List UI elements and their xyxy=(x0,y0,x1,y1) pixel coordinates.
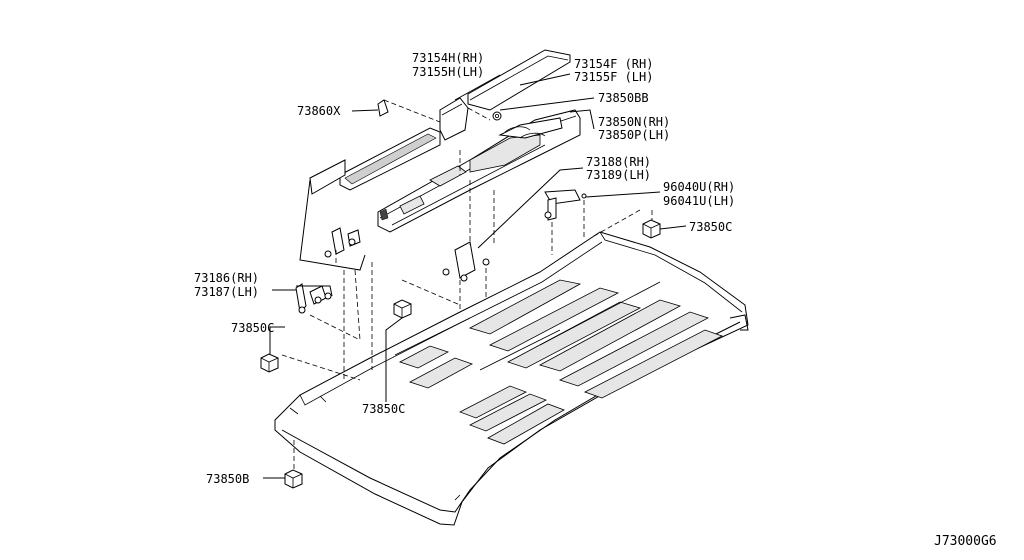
leader-lines xyxy=(263,73,687,479)
callout-trim-outer-rh: 73154F (RH) xyxy=(574,57,653,71)
callout-bracket-mid-lh: 73189(LH) xyxy=(586,168,651,182)
callout-trim-inner-lh: 73155H(LH) xyxy=(412,65,484,79)
roof-trim-assembly xyxy=(299,49,581,271)
assembly-guide-lines xyxy=(281,99,653,470)
clip-73860x-part xyxy=(377,99,389,117)
inner-trim-panel xyxy=(439,97,469,141)
callout-clip-73850c-left: 73850C xyxy=(231,321,274,335)
clip-73850c-left-part xyxy=(260,353,279,373)
clip-73850c-center-part xyxy=(393,299,412,319)
callout-rail-lh: 73850P(LH) xyxy=(598,128,670,142)
callout-clip-73850bb: 73850BB xyxy=(598,91,649,105)
callout-clip-73850c-center: 73850C xyxy=(362,402,405,416)
headlining-rib-channels xyxy=(394,279,724,445)
callout-bracket-side-lh: 96041U(LH) xyxy=(663,194,735,208)
bracket-73188 xyxy=(442,241,490,282)
outer-trim-panel xyxy=(467,49,571,111)
bracket-73186 xyxy=(295,283,333,314)
bracket-left-upper xyxy=(324,227,361,258)
bracket-96040u xyxy=(544,189,587,221)
callout-rail-rh: 73850N(RH) xyxy=(598,115,670,129)
callout-bracket-mid-rh: 73188(RH) xyxy=(586,155,651,169)
headlining-panel xyxy=(274,231,749,526)
diagram-code: J73000G6 xyxy=(934,534,997,549)
callout-trim-inner-rh: 73154H(RH) xyxy=(412,51,484,65)
callout-clip-73860x: 73860X xyxy=(297,104,341,118)
callout-bracket-left-lh: 73187(LH) xyxy=(194,285,259,299)
callout-bracket-side-rh: 96040U(RH) xyxy=(663,180,735,194)
callout-trim-outer-lh: 73155F (LH) xyxy=(574,70,653,84)
callout-labels: 73154H(RH) 73155H(LH) 73154F (RH) 73155F… xyxy=(194,51,997,549)
callout-bracket-left-rh: 73186(RH) xyxy=(194,271,259,285)
clip-73850b-part xyxy=(284,469,303,489)
clip-73850c-right-part xyxy=(642,219,661,239)
callout-clip-73850b: 73850B xyxy=(206,472,249,486)
callout-clip-73850c-right: 73850C xyxy=(689,220,732,234)
